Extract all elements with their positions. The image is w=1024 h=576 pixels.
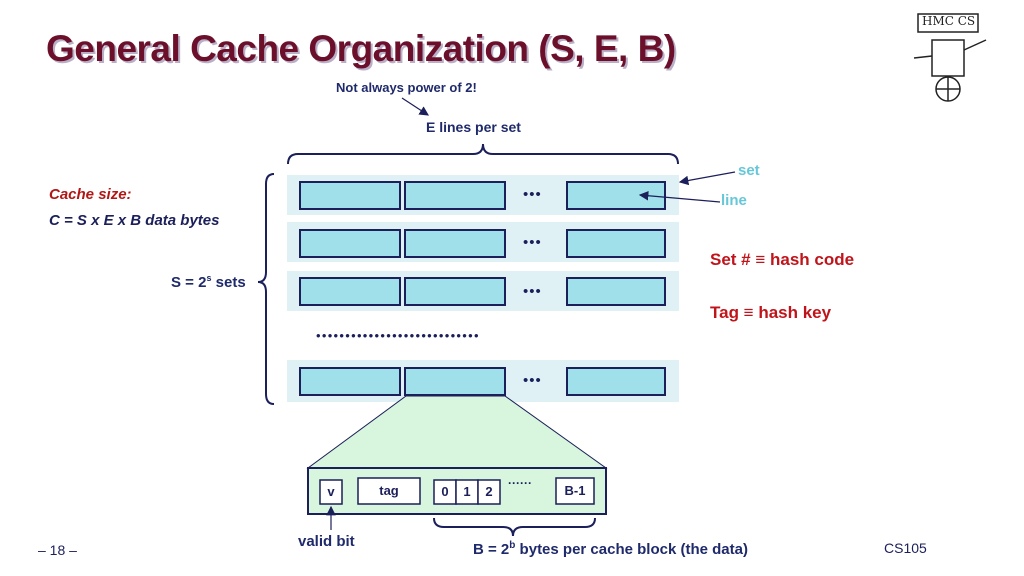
set-ellipsis: ••••••••••••••••••••••••••••	[316, 328, 480, 343]
s-brace	[257, 173, 275, 405]
cache-line	[566, 367, 666, 396]
cache-line	[404, 229, 506, 258]
set-hash-code: Set # ≡ hash code	[710, 250, 855, 269]
line-arrow	[638, 190, 721, 203]
tag-cell	[357, 477, 421, 505]
e-label: E lines per set	[426, 119, 521, 135]
cache-line	[299, 229, 401, 258]
cache-line	[566, 229, 666, 258]
b-label-sup: b	[509, 540, 516, 551]
logo-text: HMC CS	[922, 14, 976, 28]
cache-line	[299, 181, 401, 210]
hmc-cs-logo	[913, 13, 987, 102]
b-brace	[433, 517, 596, 537]
line-label: line	[721, 192, 747, 209]
b-label-suffix: bytes per cache block (the data)	[515, 541, 748, 558]
line-expansion	[306, 395, 608, 469]
note-arrow	[401, 97, 430, 116]
cache-line	[404, 367, 506, 396]
byte-ellipsis: ······	[508, 476, 532, 490]
page-title: General Cache Organization (S, E, B)	[46, 28, 676, 69]
valid-bit-text: v	[327, 484, 335, 499]
line-ellipsis: •••	[523, 186, 542, 203]
byte-0-text: 0	[441, 484, 449, 499]
byte-last-text: B-1	[564, 483, 586, 498]
cache-line	[299, 277, 401, 306]
byte-cell-last	[555, 477, 595, 505]
s-label-suffix: sets	[211, 274, 246, 291]
cache-line	[404, 181, 506, 210]
byte-2-text: 2	[485, 484, 493, 499]
block-size-label: B = 2b bytes per cache block (the data)	[473, 540, 748, 558]
byte-cell-2	[477, 479, 501, 505]
byte-1-text: 1	[463, 484, 471, 499]
cache-line	[299, 367, 401, 396]
s-label-sup: s	[206, 273, 212, 283]
e-brace	[287, 143, 679, 165]
line-ellipsis: •••	[523, 234, 542, 251]
cache-line	[566, 277, 666, 306]
valid-bit-cell	[319, 479, 343, 505]
cache-size-formula: C = S x E x B data bytes	[49, 212, 220, 229]
tag-text: tag	[379, 483, 399, 498]
course-label: CS105	[884, 540, 927, 556]
page-number: – 18 –	[38, 542, 77, 558]
s-sets-label: S = 2s sets	[171, 273, 246, 291]
line-ellipsis: •••	[523, 372, 542, 389]
power-of-two-note: Not always power of 2!	[336, 80, 477, 95]
set-label: set	[738, 162, 760, 179]
s-label-prefix: S = 2	[171, 274, 207, 291]
cache-line	[404, 277, 506, 306]
tag-hash-key: Tag ≡ hash key	[710, 303, 832, 322]
valid-bit-label: valid bit	[298, 533, 355, 550]
line-ellipsis: •••	[523, 283, 542, 300]
b-label-prefix: B = 2	[473, 541, 510, 558]
set-arrow	[678, 171, 736, 186]
cache-size-label: Cache size:	[49, 186, 132, 203]
